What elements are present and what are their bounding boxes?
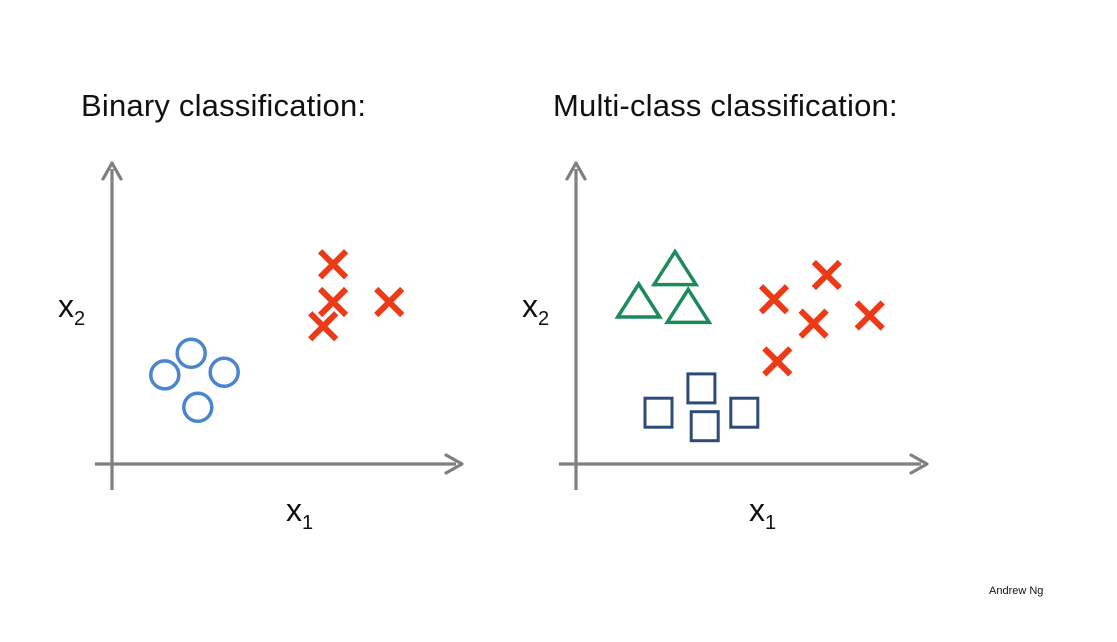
circle-marker xyxy=(208,356,240,388)
multiclass-x-axis-label: x1 xyxy=(749,492,777,534)
cross-marker xyxy=(798,308,829,339)
x-axis-arrow-icon xyxy=(444,453,464,475)
cross-marker xyxy=(317,286,349,318)
square-marker xyxy=(686,372,717,405)
y-axis-arrow-icon xyxy=(565,161,587,181)
x-axis-arrow-icon xyxy=(909,453,929,475)
cross-marker xyxy=(374,286,405,318)
cross-marker xyxy=(308,311,339,342)
multiclass-y-axis-label: x2 xyxy=(522,288,550,330)
triangle-marker xyxy=(650,248,700,287)
cross-marker xyxy=(758,284,790,315)
author-credit: Andrew Ng xyxy=(989,585,1044,597)
triangle-marker xyxy=(614,280,663,319)
circle-marker xyxy=(182,391,214,424)
square-marker xyxy=(689,410,720,443)
cross-marker xyxy=(762,346,793,377)
cross-marker xyxy=(854,300,885,331)
square-marker xyxy=(729,396,760,429)
binary-classification-title: Binary classification: xyxy=(81,88,367,123)
cross-marker xyxy=(317,249,349,280)
binary-x-axis-label: x1 xyxy=(286,492,314,534)
triangle-marker xyxy=(664,286,713,325)
y-axis-arrow-icon xyxy=(101,161,123,181)
square-marker xyxy=(643,396,674,429)
circle-marker xyxy=(175,337,207,370)
circle-marker xyxy=(149,359,181,391)
binary-y-axis-label: x2 xyxy=(58,288,86,330)
cross-marker xyxy=(811,259,842,291)
multiclass-classification-title: Multi-class classification: xyxy=(553,88,898,123)
